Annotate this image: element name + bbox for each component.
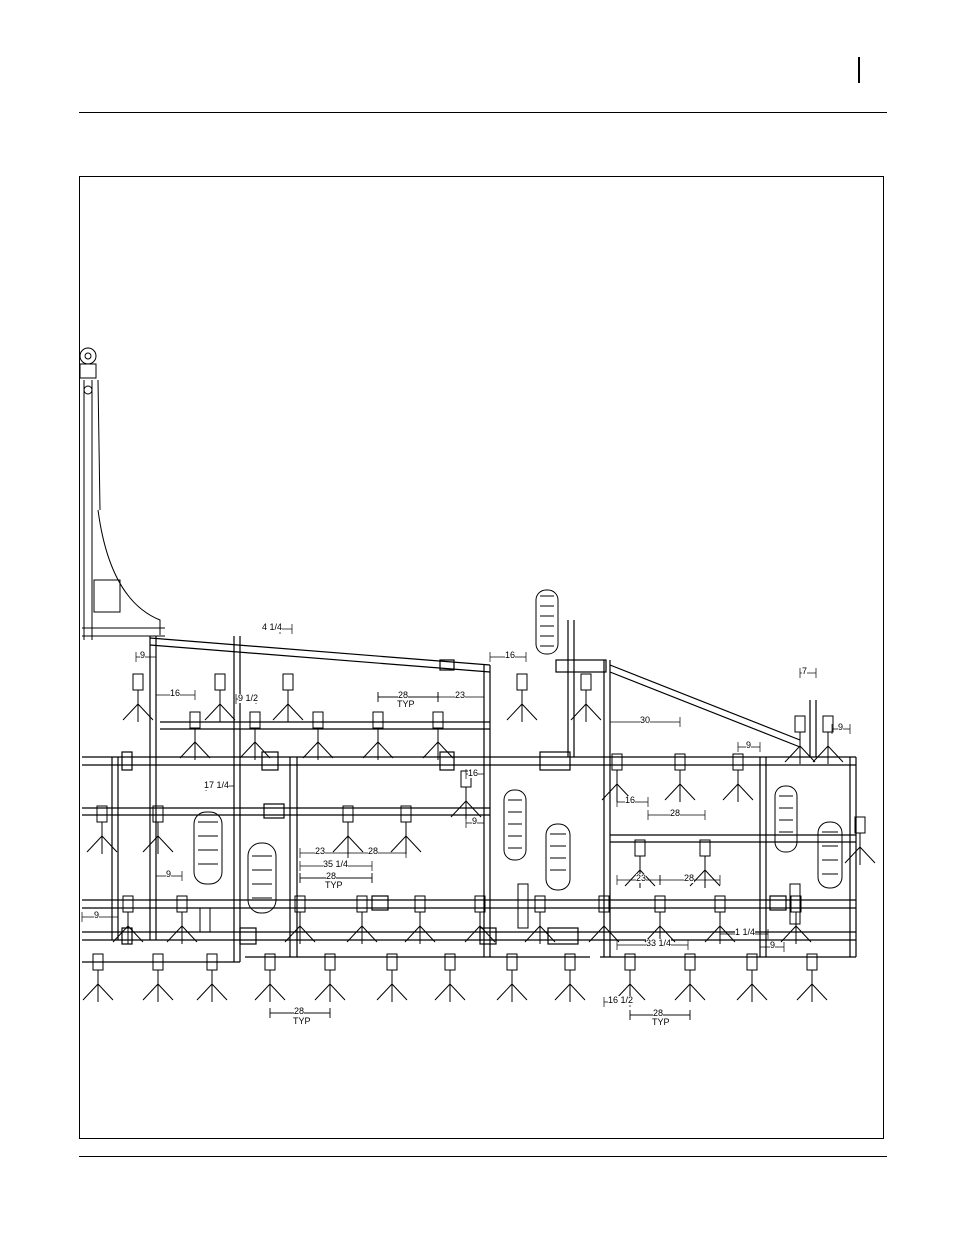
dimension-label: 9 bbox=[770, 941, 775, 950]
dimension-label: 9 1/2 bbox=[238, 694, 258, 703]
shank-sweep bbox=[83, 954, 113, 1002]
dimension-label: 9 bbox=[94, 911, 99, 920]
dimension-label: 9 bbox=[166, 870, 171, 879]
dimension-label: 23 bbox=[455, 691, 465, 700]
shank-sweep bbox=[737, 954, 767, 1002]
shank-sweep bbox=[690, 840, 720, 888]
shank-sweep bbox=[645, 896, 675, 944]
shank-sweep bbox=[555, 954, 585, 1002]
shank-sweep bbox=[665, 754, 695, 802]
shank-sweep bbox=[315, 954, 345, 1002]
gauge-wheels bbox=[194, 590, 842, 932]
shank-sweep bbox=[167, 896, 197, 944]
dimension-label: 4 1/4 bbox=[262, 623, 282, 632]
shank-sweep bbox=[497, 954, 527, 1002]
shank-sweep bbox=[333, 806, 363, 854]
dimension-label: 16 bbox=[468, 769, 478, 778]
dimension-label: 9 bbox=[472, 817, 477, 826]
shank-sweep bbox=[391, 806, 421, 854]
dimension-label: 9 bbox=[140, 651, 145, 660]
dimension-label: 35 1/4 bbox=[323, 860, 348, 869]
shank-sweep bbox=[255, 954, 285, 1002]
shank-sweep bbox=[143, 954, 173, 1002]
shank-sweep bbox=[303, 712, 333, 760]
shank-sweep bbox=[273, 674, 303, 722]
dimension-label: 16 bbox=[505, 651, 515, 660]
dimension-label: 1 1/4 bbox=[735, 928, 755, 937]
dimension-label: 23 bbox=[315, 847, 325, 856]
shank-sweep bbox=[435, 954, 465, 1002]
shank-sweep bbox=[675, 954, 705, 1002]
shank-sweep bbox=[723, 754, 753, 802]
dimension-label: 9 bbox=[838, 723, 843, 732]
shank-sweep bbox=[377, 954, 407, 1002]
shank-sweep bbox=[571, 674, 601, 722]
shank-sweep bbox=[205, 674, 235, 722]
main-frame bbox=[82, 620, 856, 962]
dimension-label: 28 bbox=[670, 809, 680, 818]
dimension-label: TYP bbox=[325, 881, 343, 890]
dimension-label: 28 bbox=[684, 874, 694, 883]
dimension-label: 23 bbox=[636, 874, 646, 883]
dimension-label: 7 bbox=[802, 667, 807, 676]
shank-sweep bbox=[143, 806, 173, 854]
dimension-label: 16 1/2 bbox=[608, 996, 633, 1005]
dimension-lines bbox=[82, 624, 850, 1020]
shank-sweep bbox=[240, 712, 270, 760]
shank-sweep bbox=[423, 712, 453, 760]
shank-sweep bbox=[123, 674, 153, 722]
dimension-label: 17 1/4 bbox=[204, 781, 229, 790]
dimension-label: TYP bbox=[397, 700, 415, 709]
dimension-label: 28 bbox=[294, 1007, 304, 1016]
dimension-label: TYP bbox=[652, 1018, 670, 1027]
dimension-label: 28 bbox=[368, 847, 378, 856]
dimension-label: 30 bbox=[640, 716, 650, 725]
dimension-label: 16 bbox=[170, 689, 180, 698]
shank-sweep bbox=[363, 712, 393, 760]
dimension-label: 33 1/4 bbox=[646, 939, 671, 948]
shank-sweep bbox=[197, 954, 227, 1002]
dimension-label: TYP bbox=[293, 1017, 311, 1026]
shank-sweep bbox=[525, 896, 555, 944]
hitch-tongue bbox=[80, 348, 165, 640]
dimension-label: 16 bbox=[625, 796, 635, 805]
shank-sweep bbox=[797, 954, 827, 1002]
shank-sweep bbox=[507, 674, 537, 722]
dimension-label: 9 bbox=[746, 741, 751, 750]
shank-sweep bbox=[405, 896, 435, 944]
